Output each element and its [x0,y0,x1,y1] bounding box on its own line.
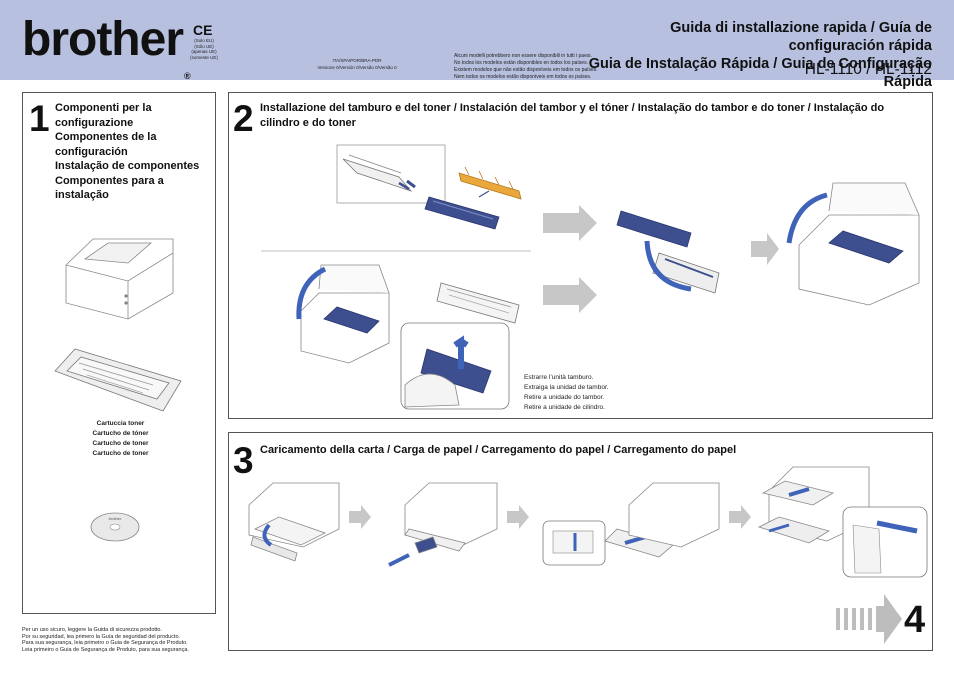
next-arrow-icon [543,277,597,313]
step2-number: 2 [233,98,254,139]
cover-arrow-icon [478,190,490,198]
step2-title: Installazione del tamburo e del toner / … [260,102,885,129]
toner-cartridge-illustration [54,348,182,412]
next-arrow-icon [729,505,751,529]
step2-panel: 2 Installazione del tamburo e del toner … [228,92,933,419]
drum-removal-caption: Estrarre l’unità tamburo. Extraiga la un… [524,374,609,411]
next-arrow-icon [543,205,597,241]
printer-paper-tray-illustration [628,482,720,548]
page-title: Guida di installazione rapida / Guía de … [588,20,932,90]
open-tray-arrow-icon [262,523,273,547]
drum-unpacking-illustration [336,144,446,204]
guide-adjust-arrow-icon [768,523,790,533]
step3-panel: 3 Caricamento della carta / Carga de pap… [228,432,933,651]
insert-arrow-icon [786,192,828,244]
cd-label: brother [109,516,122,521]
next-step-number: 4 [904,599,926,641]
step1-illustrations: brother [54,238,182,542]
printer-open-tray-illustration [248,482,340,562]
step3-title: Caricamento della carta / Carga de papel… [260,444,737,456]
step3-illustrations [248,466,928,578]
model-name: HL-1110 / HL-1112 [804,61,932,78]
toner-protective-cover [458,166,522,200]
ce-notes: (Solo EU) (Sólo UE) (apenas UE) (somente… [190,38,218,60]
paper-guide-closeup [542,520,606,566]
step1-number: 1 [29,98,50,139]
printer-illustration [65,238,174,320]
drum-unit-blue-illustration [424,196,500,230]
toner-cartridge-labels: Cartuccia toner Cartucho de tóner Cartuc… [92,420,149,457]
ce-mark: CE [193,22,213,38]
safety-note: Per un uso sicuro, leggere la Guida di s… [22,627,189,653]
pull-tray-arrow-icon [388,553,410,567]
availability-note: Alcuni modelli potrebbero non essere dis… [454,53,598,80]
header-band: brother® CE (Solo EU) (Sólo UE) (apenas … [0,0,954,90]
printer-install-drum-illustration [798,182,920,306]
printer-pull-tray-illustration [404,482,498,554]
brother-logo: brother® [22,13,191,81]
lift-lid-arrow-icon [296,266,327,320]
cd-rom-illustration: brother [90,512,140,542]
version-info: ITA/SPA/POR/BRA-PDR Versione 0/Versión 0… [317,58,397,70]
next-arrow-icon [751,233,779,265]
hand-removing-drum-closeup [400,322,510,410]
printer-open-illustration [300,264,390,364]
drum-toner-assembly-illustration [616,210,720,294]
step1-panel: 1 Componenti per la configurazione Compo… [22,92,216,614]
next-step-arrow-icon [836,594,902,644]
next-arrow-icon [349,505,371,529]
next-arrow-icon [507,505,529,529]
guide-slide-closeup [842,506,928,578]
step1-title: Componenti per la configurazione Compone… [55,102,200,201]
paper-insert-arrow-icon [788,487,810,497]
drum-removed-illustration [436,282,520,324]
step2-illustrations [261,144,920,410]
step3-number: 3 [233,440,254,481]
